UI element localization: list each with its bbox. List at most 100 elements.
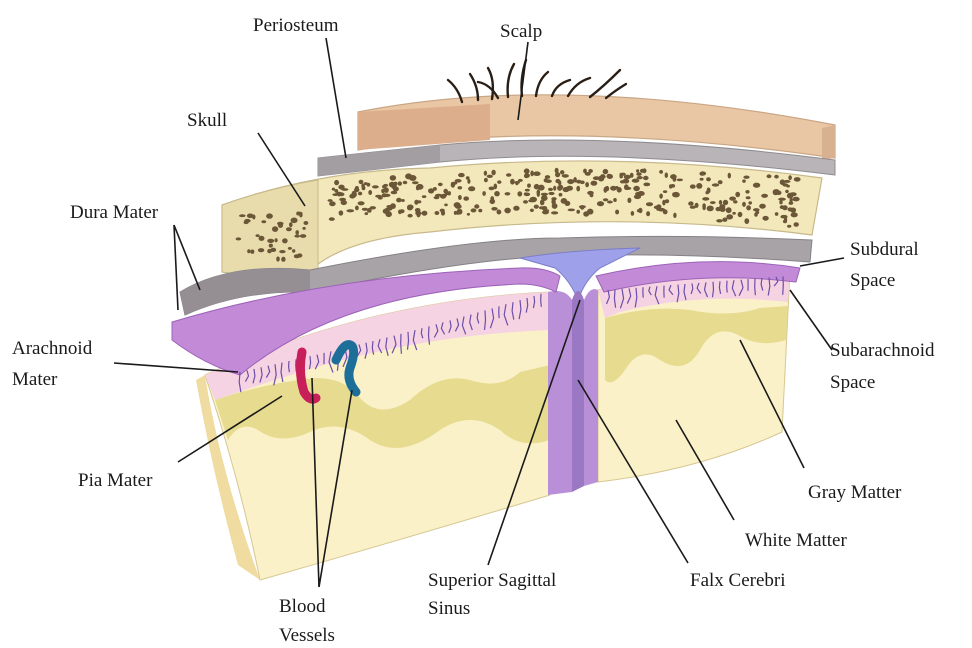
bone-spot [382,193,387,197]
bone-spot [282,238,288,243]
bone-spot [523,200,528,204]
bone-spot [559,193,563,197]
bone-spot [707,187,711,193]
bone-spot [690,206,696,209]
bone-spot [787,225,791,228]
bone-spot [702,205,705,210]
bone-spot [632,179,640,183]
trabecula-fiber [755,279,756,296]
bone-spot [603,169,609,174]
bone-spot [272,226,278,232]
bone-spot [791,212,798,217]
bone-spot [375,195,382,198]
bone-spot [329,217,335,221]
bone-spot [407,205,414,210]
bone-spot [444,204,448,207]
bone-spot [607,174,611,179]
label-subdural-space-2: Space [850,270,895,291]
bone-spot [745,190,749,194]
bone-spot [382,185,386,189]
label-superior-sagittal-sinus-2: Sinus [428,598,470,619]
bone-spot [390,175,396,181]
bone-spot [490,199,496,204]
label-blood-vessels-2: Vessels [279,625,335,646]
bone-spot [779,200,782,204]
bone-spot [782,183,788,186]
bone-spot [553,186,556,191]
label-subarachnoid-space-1: Subarachnoid [830,340,935,361]
bone-spot [279,250,285,253]
bone-spot [565,201,571,206]
label-arachnoid-mater-2: Mater [12,369,58,390]
label-scalp: Scalp [500,21,542,42]
bone-spot [467,213,470,216]
label-arachnoid-mater-1: Arachnoid [12,338,93,359]
bone-spot [458,195,462,200]
bone-spot [762,216,768,221]
bone-spot [239,214,246,217]
bone-spot [774,175,779,179]
bone-spot [247,249,250,253]
bone-spot [286,227,292,231]
bone-spot [337,192,341,196]
bone-spot [646,202,653,206]
bone-spot [659,170,663,174]
bone-spot [672,192,679,198]
bone-spot [292,249,295,253]
label-skull: Skull [187,110,227,131]
bone-spot [753,208,760,211]
bone-spot [269,244,273,248]
label-dura-mater: Dura Mater [70,202,159,223]
bone-spot [794,222,799,227]
bone-spot [455,211,460,214]
bone-spot [782,205,787,210]
bone-spot [415,211,421,215]
bone-spot [729,197,736,201]
bone-spot [482,191,486,196]
bone-spot [670,184,675,188]
bone-spot [551,211,558,214]
bone-spot [627,198,631,203]
bone-spot [673,213,676,218]
bone-spot [295,230,299,235]
bone-spot [236,237,242,240]
trabecula-fiber [401,334,402,354]
bone-spot [289,222,293,227]
bone-spot [467,179,470,184]
bone-spot [276,256,280,261]
bone-spot [630,173,634,178]
bone-spot [551,197,556,200]
bone-spot [267,249,272,253]
bone-spot [398,210,402,215]
bone-spot [696,183,702,189]
label-subdural-space-1: Subdural [850,239,919,260]
bone-spot [716,219,723,222]
bone-spot [700,178,704,181]
bone-spot [591,181,598,186]
label-pia-mater: Pia Mater [78,470,153,491]
label-blood-vessels-1: Blood [279,596,326,617]
bone-spot [458,186,463,189]
bone-spot [528,199,535,202]
bone-spot [792,197,799,202]
bone-spot [510,179,515,185]
bone-spot [636,172,641,176]
bone-spot [761,194,768,198]
bone-spot [688,201,693,205]
bone-spot [548,192,554,195]
bone-spot [530,171,534,177]
bone-spot [690,184,696,188]
bone-spot [790,192,797,196]
bone-spot [364,182,368,185]
bone-spot [719,200,722,205]
bone-spot [636,169,639,172]
bone-spot [491,170,495,176]
bone-spot [600,174,605,178]
label-periosteum: Periosteum [253,15,339,36]
bone-spot [443,189,448,194]
bone-spot [332,188,335,191]
bone-spot [539,206,544,209]
bone-spot [438,183,443,187]
bone-spot [412,181,419,184]
bone-spot [718,180,723,184]
